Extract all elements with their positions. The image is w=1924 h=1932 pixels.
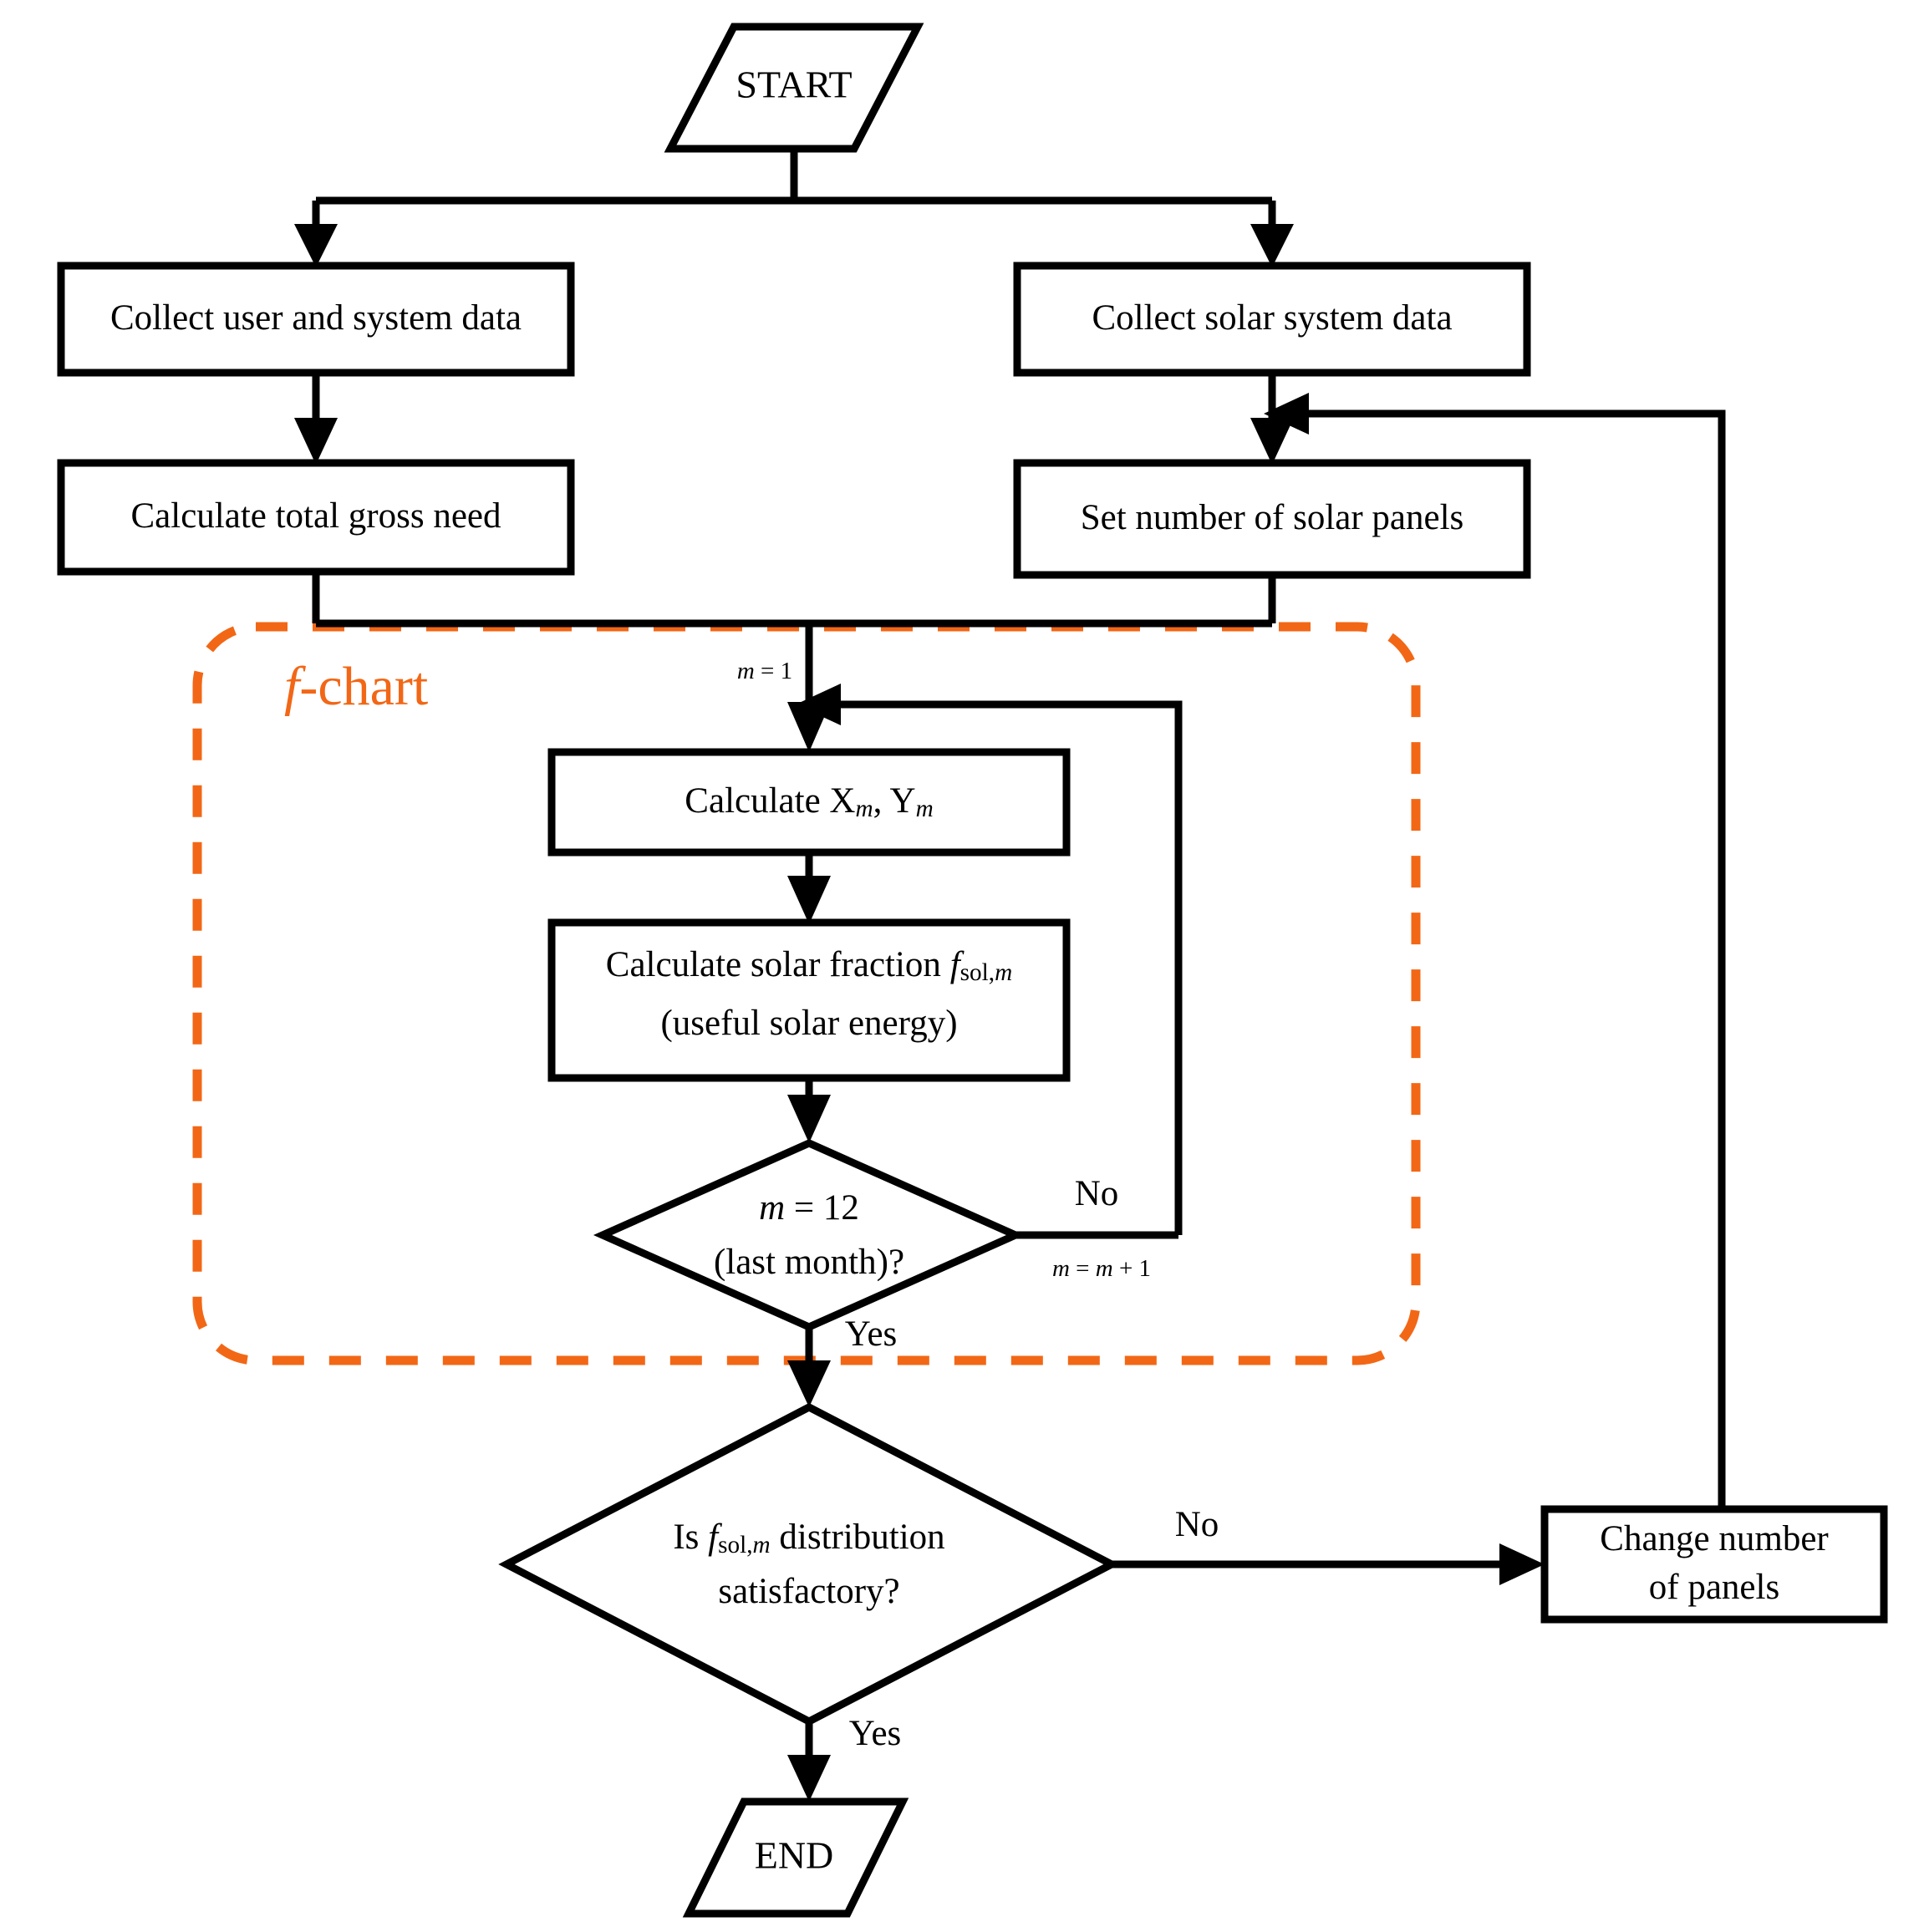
arrowhead-collect-solar <box>1250 224 1294 267</box>
node-calc-xy-shape[interactable] <box>547 748 1071 857</box>
inc-rest: + 1 <box>1113 1255 1151 1282</box>
init-month-rest: = 1 <box>755 658 792 684</box>
node-change-panels-line2: of panels <box>1649 1568 1779 1607</box>
fsol-sub-italic: m <box>995 959 1012 986</box>
node-end-shape[interactable] <box>682 1797 909 1918</box>
connector-month-loop-back <box>836 700 1183 1235</box>
dist-suffix: distribution <box>771 1518 945 1557</box>
node-calc-xy-label: Calculate Xm, Ym <box>685 781 933 822</box>
node-calc-fsol-line1: Calculate solar fraction fsol,m <box>606 945 1012 986</box>
node-collect-user-shape[interactable] <box>57 262 575 377</box>
inc-var1: m <box>1052 1255 1070 1282</box>
arrowhead-month-yes <box>787 1360 831 1407</box>
decision-dist-line1: Is fsol,m distribution <box>673 1518 944 1558</box>
node-change-panels-shape[interactable] <box>1540 1505 1888 1624</box>
dist-prefix: Is <box>673 1518 708 1557</box>
arrowhead-calc-gross <box>294 418 338 465</box>
node-collect-user-label: Collect user and system data <box>110 298 522 338</box>
edge-label-month-increment: m = m + 1 <box>1052 1255 1151 1282</box>
decision-month-var: m <box>759 1188 785 1228</box>
decision-distribution-diamond <box>498 1402 1120 1726</box>
arrowhead-fsol <box>787 876 831 924</box>
edge-label-dist-yes: Yes <box>849 1714 902 1753</box>
edge-label-month-no: No <box>1075 1174 1119 1213</box>
arrowhead-feedback-into-panels <box>1264 393 1309 435</box>
dist-sub: sol, <box>718 1532 752 1558</box>
calc-xy-prefix: Calculate X <box>685 781 855 821</box>
node-calc-gross-shape[interactable] <box>57 459 575 576</box>
calc-xy-sub2: m <box>916 796 934 822</box>
decision-dist-line2: satisfactory? <box>718 1572 899 1611</box>
fsol-sub: sol, <box>960 959 995 986</box>
node-end-label: END <box>755 1834 834 1877</box>
node-start-label: START <box>735 64 852 106</box>
init-month-var: m <box>737 658 755 684</box>
edge-label-month-yes: Yes <box>845 1314 898 1354</box>
arrowhead-decision-month <box>787 1095 831 1143</box>
dist-sub-italic: m <box>753 1532 771 1558</box>
arrowhead-dist-yes <box>787 1755 831 1802</box>
node-collect-solar-shape[interactable] <box>1013 262 1531 377</box>
f-chart-region-label: f-chart <box>284 656 428 717</box>
node-set-panels-shape[interactable] <box>1013 459 1531 579</box>
inc-mid: = <box>1070 1255 1096 1282</box>
decision-month-rest: = 12 <box>785 1188 859 1228</box>
node-start-shape[interactable] <box>664 23 924 153</box>
edge-label-dist-no: No <box>1175 1505 1219 1544</box>
arrowhead-loop-back <box>796 684 841 725</box>
arrowhead-dist-no <box>1499 1543 1545 1585</box>
node-calc-fsol-line2: (useful solar energy) <box>660 1004 957 1043</box>
f-chart-label-rest: -chart <box>299 656 428 717</box>
decision-month-diamond <box>593 1139 1026 1331</box>
node-calc-fsol-shape[interactable] <box>547 918 1071 1082</box>
node-set-panels-label: Set number of solar panels <box>1081 498 1464 537</box>
decision-month-line1: m = 12 <box>759 1188 859 1228</box>
inc-var2: m <box>1096 1255 1113 1282</box>
decision-month-line2: (last month)? <box>714 1243 904 1282</box>
node-change-panels-line1: Change number <box>1600 1519 1828 1558</box>
edge-label-init-month: m = 1 <box>737 658 792 684</box>
arrowhead-collect-user <box>294 224 338 267</box>
node-collect-solar-label: Collect solar system data <box>1092 298 1452 338</box>
calc-xy-mid: , Y <box>873 781 916 821</box>
calc-xy-sub1: m <box>855 796 873 822</box>
fsol-prefix: Calculate solar fraction <box>606 945 950 984</box>
node-calc-gross-label: Calculate total gross need <box>131 496 501 536</box>
connector-change-panels-feedback <box>1304 409 1726 1513</box>
arrowhead-set-panels <box>1250 418 1294 465</box>
